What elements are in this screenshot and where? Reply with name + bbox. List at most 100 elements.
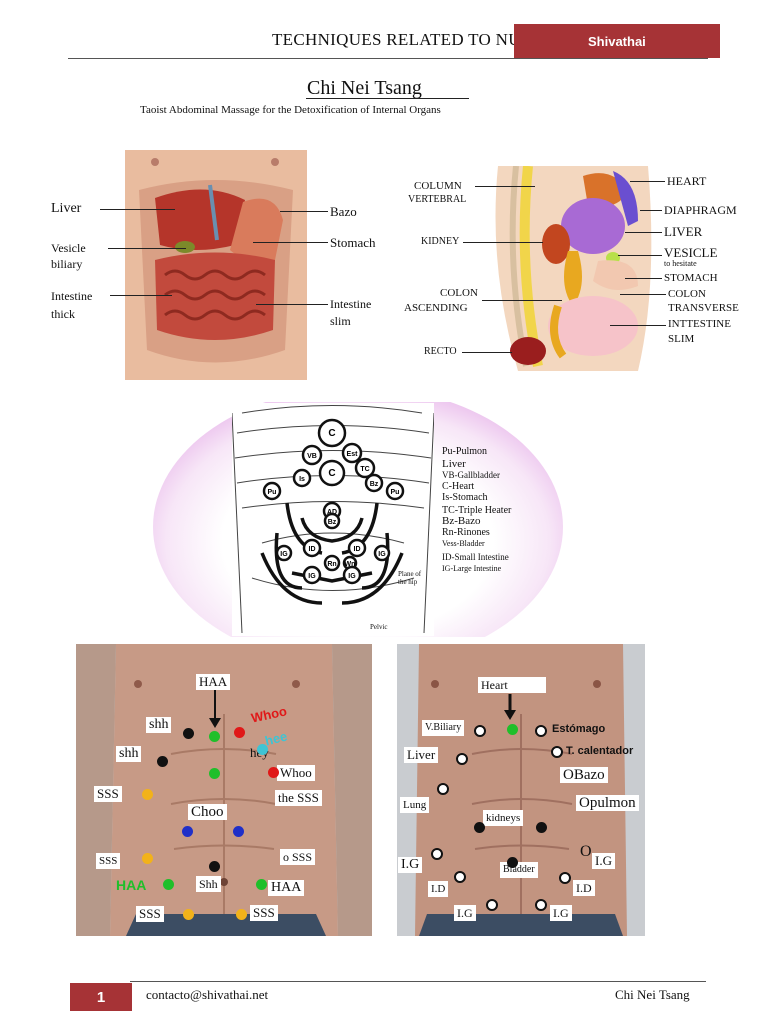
label-colon-ascending-1: COLON [440,287,478,299]
chart-organ-label: Pu [391,489,400,496]
chart-organ-label: C [328,428,335,439]
label-liver-photo: Liver [404,747,439,763]
point-ring [535,899,547,911]
point-green [163,879,174,890]
label-biliary: biliary [51,257,83,271]
chart-organ-label: IG [348,573,356,580]
leader-vesicle [108,248,186,249]
point-blue [182,826,193,837]
document-title: Chi Nei Tsang [307,77,422,99]
title-underline [306,98,469,99]
leader-heart [630,181,665,182]
point-ring [456,753,468,765]
chart-organ-label: IG [378,551,386,558]
label-obazo: OBazo [560,767,608,783]
point-black [536,822,547,833]
point-ring [437,783,449,795]
label-vertebral: VERTEBRAL [408,194,467,205]
chart-organ-label: Rn [327,561,336,568]
point-ring [535,725,547,737]
chart-organ-label: ID [309,546,316,553]
chart-organ-circle [323,554,341,572]
chart-organ-circle [347,538,367,558]
chart-organ-circle [292,468,312,488]
point-black [474,822,485,833]
leader-intestine-slim-side [610,325,666,326]
label-id-2: I.D [573,880,595,896]
leader-recto [462,352,512,353]
front-torso-illustration [125,150,307,380]
label-thick: thick [51,307,75,321]
label-calentador: T. calentador [566,745,634,757]
chart-side-note: Plane of the hip [398,570,422,586]
point-ring [559,872,571,884]
chart-organ-label: Pu [268,489,277,496]
label-estomago: Estómago [552,723,606,735]
label-sss-1: SSS [94,786,122,802]
footer-email-link[interactable]: contacto@shivathai.net [146,987,269,1002]
label-lung: Lung [400,797,430,813]
point-black [507,857,518,868]
point-black [209,861,220,872]
leader-liver [100,209,175,210]
chart-organ-label: Est [347,451,359,458]
label-intestine-slim-side: INTTESTINE [668,318,731,330]
label-slim: slim [330,314,351,328]
label-ig-4: I.G [550,905,572,921]
point-green [209,768,220,779]
point-green [209,731,220,742]
chart-organ-circle [318,459,346,487]
legend-item: Liver [442,458,466,470]
label-heart-photo: Heart [478,677,546,693]
label-o-ig: O [580,843,592,860]
legend-item: IG-Large Intestine [442,564,502,573]
label-haa-top: HAA [196,674,231,690]
label-sss-2: SSS [96,853,121,869]
point-black [157,756,168,767]
point-black [183,728,194,739]
chart-organ-circle [302,565,322,585]
point-cyan [257,744,268,755]
chart-organ-label: TC [360,466,369,473]
label-diaphragm: DIAPHRAGM [664,203,737,217]
chart-organ-label: IG [308,573,316,580]
label-the-sss: the SSS [275,790,322,806]
label-colon-transverse-1: COLON [668,288,706,300]
point-ring [474,725,486,737]
label-opulmon: Opulmon [576,795,639,811]
point-yellow [142,789,153,800]
label-o-sss: o SSS [280,849,316,865]
footer-divider [130,981,706,982]
label-intestine-thick: Intestine [51,289,93,303]
chart-organ-label: ID [354,546,361,553]
leader-colon-transverse [620,294,666,295]
footer-title: Chi Nei Tsang [615,987,690,1002]
leader-side-stomach [625,278,662,279]
side-torso-illustration [495,166,652,371]
label-sss-4: SSS [250,905,278,921]
point-ring [431,848,443,860]
legend-item: Vess-Bladder [442,539,485,548]
header-title: TECHNIQUES RELATED TO NUAD [272,30,546,49]
point-green [507,724,518,735]
point-ring [551,746,563,758]
label-haa-green: HAA [116,877,147,893]
leader-kidney [463,242,543,243]
label-side-stomach: STOMACH [664,272,718,284]
label-ig-2: I.G [592,853,615,869]
label-recto: RECTO [424,346,457,357]
chart-organ-circle [262,481,282,501]
label-side-liver: LIVER [664,224,703,239]
label-column: COLUMN [414,180,462,192]
chart-organ-circle [341,442,363,464]
label-shh-1: shh [146,717,172,733]
label-vesicle: Vesicle [51,241,86,255]
leader-intestine-thick [110,295,172,296]
legend-item: Is-Stomach [442,492,488,503]
chart-organ-circle [323,512,341,530]
leader-stomach [253,242,328,243]
label-shh-2: shh [116,746,142,762]
leader-intestine-slim [256,304,328,305]
